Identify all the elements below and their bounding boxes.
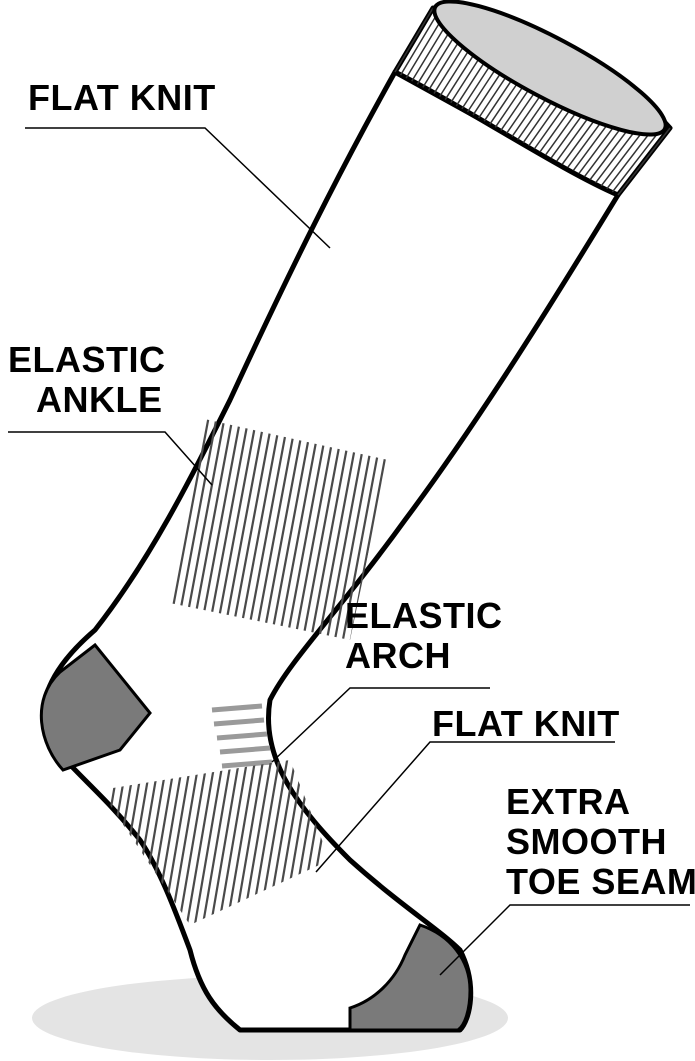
label-line: ANKLE	[36, 379, 163, 420]
rib-line	[235, 418, 284, 640]
label-line: EXTRA	[506, 781, 631, 822]
label-line: ELASTIC	[8, 339, 166, 380]
rib-line	[224, 760, 258, 925]
cuff-rib-line	[617, 127, 671, 196]
label-line: SMOOTH	[506, 821, 667, 862]
rib-line	[168, 760, 202, 925]
rib-line	[219, 418, 268, 640]
rib-line	[267, 418, 316, 640]
rib-line	[192, 760, 226, 925]
elastic-arch-band	[211, 703, 273, 769]
label-line: FLAT KNIT	[28, 77, 216, 118]
toe-patch	[348, 923, 472, 1032]
rib-line	[299, 418, 348, 640]
leader-flat-knit-foot	[315, 741, 615, 873]
label-elastic-arch: ELASTIC ARCH	[345, 596, 503, 676]
label-line: ARCH	[345, 635, 451, 676]
rib-line	[208, 760, 242, 925]
rib-line	[176, 760, 210, 925]
label-line: TOE SEAM	[506, 861, 695, 902]
cuff-band	[392, 0, 673, 198]
rib-line	[283, 418, 332, 640]
cuff-rib-line	[394, 7, 434, 73]
rib-line	[200, 760, 234, 925]
leader-lines	[8, 127, 690, 976]
leader-elastic-arch	[271, 687, 490, 763]
label-line: ELASTIC	[345, 595, 503, 636]
label-elastic-ankle: ELASTIC ANKLE	[8, 340, 166, 420]
cuff-opening	[432, 0, 668, 137]
rib-line	[195, 418, 244, 640]
cuff-rib-line	[399, 10, 440, 76]
rib-line	[216, 760, 250, 925]
label-flat-knit-foot: FLAT KNIT	[432, 704, 620, 744]
rib-line	[211, 418, 260, 640]
rib-line	[251, 418, 300, 640]
leader-elastic-ankle	[8, 431, 213, 486]
rib-line	[232, 760, 266, 925]
label-toe-seam: EXTRA SMOOTH TOE SEAM	[506, 782, 695, 902]
rib-line	[275, 418, 324, 640]
rib-line	[184, 760, 218, 925]
rib-line	[243, 418, 292, 640]
heel-patch	[39, 642, 152, 772]
label-line: FLAT KNIT	[432, 703, 620, 744]
leader-toe-seam	[439, 904, 690, 976]
rib-line	[291, 418, 340, 640]
rib-line	[203, 418, 252, 640]
rib-line	[227, 418, 276, 640]
label-flat-knit-top: FLAT KNIT	[28, 78, 216, 118]
rib-line	[259, 418, 308, 640]
leader-flat-knit-top	[25, 127, 331, 249]
